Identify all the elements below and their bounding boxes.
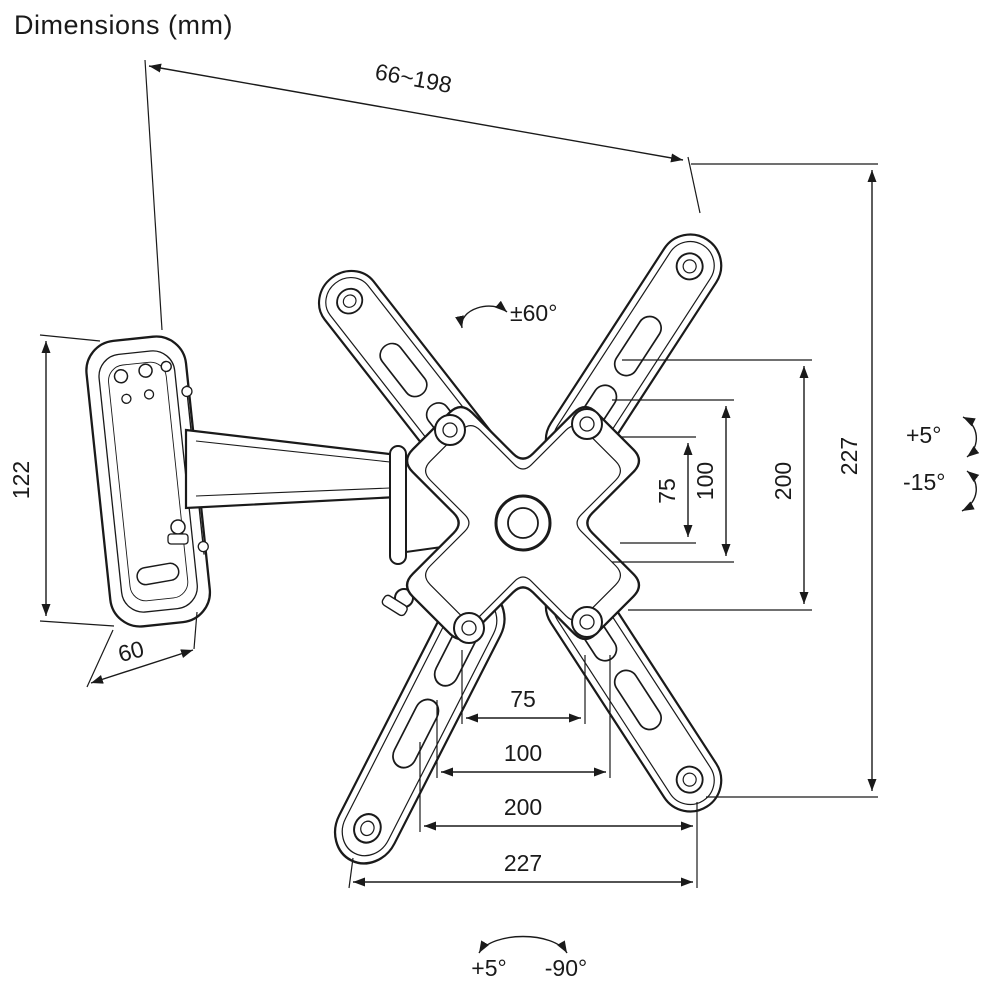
label-200-h: 200 (504, 794, 542, 820)
label-rotation-minus: -90° (545, 955, 587, 981)
extension-lines (39, 59, 878, 889)
label-227-v: 227 (836, 437, 862, 475)
vesa-plate (338, 338, 708, 708)
dimension-lines (41, 63, 980, 954)
label-vesa75-h: 75 (510, 686, 536, 712)
label-plate-width: 60 (115, 635, 146, 667)
arm-bolt (434, 414, 466, 446)
label-vesa100-v: 100 (692, 462, 718, 500)
arm-bolt (571, 606, 603, 638)
wall-plate (85, 335, 212, 628)
label-vesa100-h: 100 (504, 740, 542, 766)
mount-hole (138, 363, 153, 378)
mount-slot (136, 562, 180, 586)
label-vesa75-v: 75 (654, 478, 680, 504)
label-rotation-plus: +5° (471, 955, 506, 981)
label-plate-height: 122 (8, 461, 34, 499)
label-swivel-range: ±60° (510, 300, 557, 326)
tilt-up-arrow (962, 416, 980, 458)
pivot-column (389, 445, 407, 565)
hinge-bolt (170, 519, 186, 535)
swivel-rotation-arrow (455, 300, 508, 329)
dimension-labels: 66~198 ±60° 122 60 75 100 200 227 +5° -1… (8, 58, 945, 981)
arm-bolt (453, 612, 485, 644)
label-arm-extension: 66~198 (373, 58, 454, 98)
diagram-title: Dimensions (mm) (14, 10, 233, 40)
label-tilt-down: -15° (903, 469, 945, 495)
center-hole (494, 494, 552, 552)
tilt-down-arrow (961, 470, 980, 512)
dim-line-arm-extension (148, 63, 684, 163)
plate-rotation-arrow (478, 935, 568, 954)
label-tilt-up: +5° (906, 422, 941, 448)
arm-bolt (571, 408, 603, 440)
mount-hole (113, 369, 129, 384)
mount-hole (143, 389, 155, 400)
mount-hole (160, 360, 172, 373)
mount-hole (121, 393, 132, 404)
dim-line-plate-width (90, 649, 194, 684)
label-227-h: 227 (504, 850, 542, 876)
label-200-v: 200 (770, 462, 796, 500)
